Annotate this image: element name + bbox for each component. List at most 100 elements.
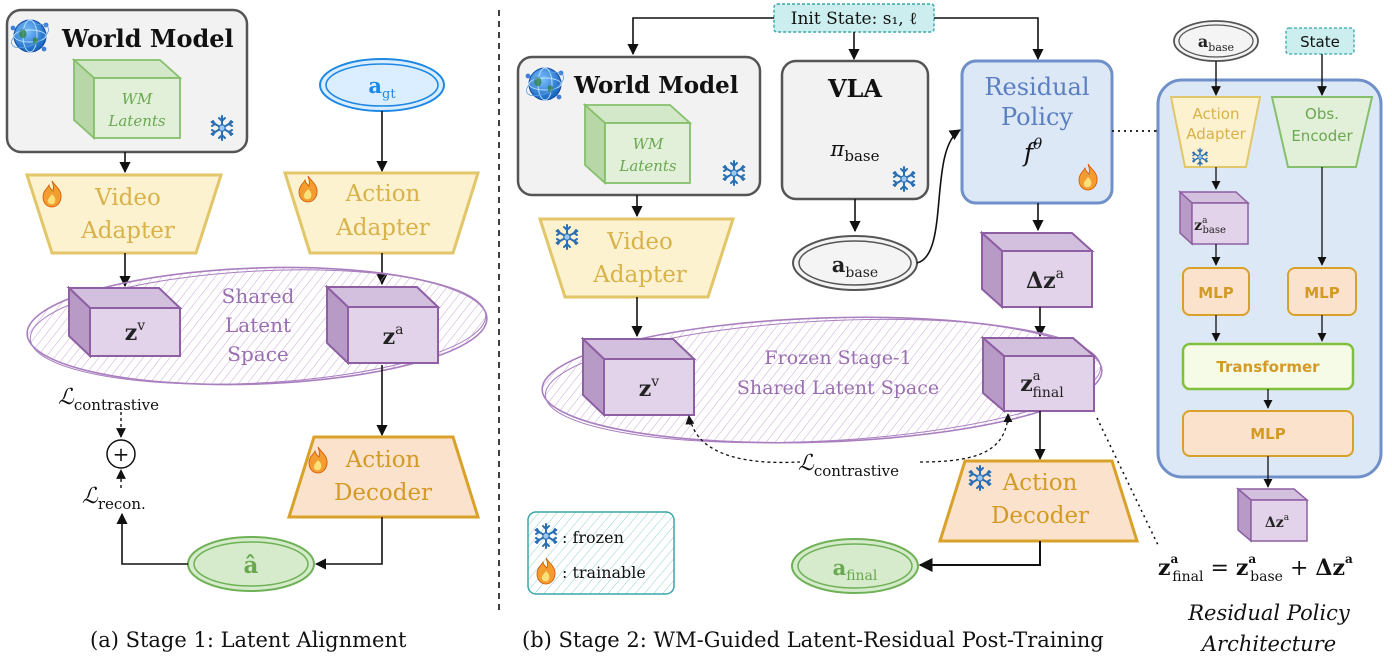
stage2-residual-line1: Residual [984, 73, 1089, 101]
stage1-panel: World Model WM Latents Video Adapter agt… [5, 8, 488, 652]
svg-text:πbase: πbase [830, 137, 880, 165]
stage1-lrecon-sub: recon. [98, 495, 146, 513]
stage2-a-base-main: a [832, 252, 846, 277]
contrastive-curve [689, 415, 1009, 464]
eq-plus: + [1283, 556, 1315, 581]
stage2-pi-sub: base [844, 147, 879, 165]
stage1-plus-node [106, 439, 136, 469]
eq-zb-sup: a [1248, 552, 1256, 566]
stage1-action-adapter-line2: Adapter [335, 215, 430, 241]
arch-zb-sup: a [1202, 216, 1208, 226]
stage1-a-gt-node: agt [319, 58, 445, 112]
arch-dz-main: Δz [1265, 515, 1284, 531]
stage1-action-decoder-line2: Decoder [334, 480, 432, 506]
stage2-dz-main: Δz [1026, 268, 1056, 294]
eq-zb: z [1236, 555, 1249, 581]
svg-text:Δza: Δza [1026, 266, 1064, 294]
stage1-zv-sup: v [136, 318, 145, 334]
arch-caption-line1: Residual Policy [1187, 601, 1351, 625]
arch-a-base-sub: base [1208, 41, 1234, 54]
stage2-pi-main: π [830, 137, 846, 161]
stage1-wm-latents-line2: Latents [107, 112, 165, 130]
svg-text:agt: agt [368, 73, 396, 102]
stage2-video-adapter-line1: Video [606, 229, 673, 255]
arch-panel: abase State Action Adapter Obs. Encoder … [1096, 20, 1383, 656]
svg-text:Δza: Δza [1265, 513, 1290, 531]
svg-text:zv: zv [125, 318, 146, 346]
stage2-dz-sup: a [1056, 266, 1064, 282]
arch-mlp-right-label: MLP [1304, 284, 1339, 302]
svg-text:afinal: afinal [833, 555, 878, 584]
arrow [116, 512, 188, 565]
stage2-a-base-node: abase [792, 235, 918, 291]
stage2-zv-cube: zv [580, 336, 697, 418]
arrow [916, 129, 961, 264]
stage2-zv-sup: v [650, 374, 659, 390]
legend-frozen: : frozen [562, 528, 624, 547]
stage2-action-decoder-line2: Decoder [991, 503, 1089, 529]
arch-state-box [1285, 27, 1355, 55]
arch-obs-encoder-line1: Obs. [1305, 105, 1339, 123]
stage1-world-model-title: World Model [61, 24, 234, 53]
stage2-lcon-sub: contrastive [814, 462, 899, 480]
stage1-lcon-sub: contrastive [74, 396, 159, 414]
stage1-za-sup: a [395, 322, 403, 338]
stage2-zf-main: z [1020, 371, 1033, 397]
eq-dz-sup: a [1345, 552, 1353, 566]
stage2-zf-sub: final [1033, 385, 1065, 401]
arrow [627, 17, 774, 56]
arch-zb-sub: base [1202, 225, 1225, 236]
stage2-a-final-node: afinal [791, 538, 919, 594]
dashed-arrowhead [685, 415, 695, 426]
stage1-za-main: z [383, 324, 396, 350]
stage1-shared-line2: Latent [225, 313, 291, 337]
arch-a-base-node: abase [1173, 20, 1259, 62]
stage1-action-decoder-line1: Action [345, 447, 421, 473]
stage2-a-final-sub: final [846, 568, 878, 584]
stage1-a-gt-main: a [368, 73, 382, 98]
arrow [314, 517, 383, 570]
stage1-caption: (a) Stage 1: Latent Alignment [90, 628, 407, 652]
stage2-init-state: Init State: s₁, ℓ [791, 9, 917, 29]
arch-dz-sup: a [1284, 513, 1290, 523]
arch-state: State [1300, 33, 1340, 51]
eq-z-sup: a [1171, 552, 1179, 566]
stage1-wm-latents-line1: WM [122, 90, 153, 108]
stage2-residual-line2: Policy [1001, 103, 1073, 131]
svg-text:abase: abase [1198, 32, 1234, 54]
stage2-action-decoder-line1: Action [1002, 470, 1078, 496]
stage2-world-model-title: World Model [573, 72, 739, 99]
stage1-action-adapter [282, 171, 481, 255]
stage2-frozen-line2: Shared Latent Space [737, 377, 939, 399]
svg-text:fθ: fθ [1022, 135, 1042, 167]
eq-dz: Δz [1315, 555, 1345, 581]
stage2-wm-latents-line1: WM [633, 135, 664, 153]
svg-text:ℒrecon.: ℒrecon. [82, 484, 146, 513]
stage1-lcon-main: ℒ [58, 385, 75, 410]
stage2-zf-sup: a [1033, 369, 1041, 384]
arch-zb-main: z [1194, 218, 1202, 234]
stage1-plus: + [113, 442, 130, 466]
stage2-wm-latents-cube: WM Latents [582, 102, 693, 186]
stage2-video-adapter-line2: Adapter [592, 262, 687, 288]
stage1-a-gt-sub: gt [382, 87, 396, 102]
arrow [918, 541, 1041, 572]
stage2-caption: (b) Stage 2: WM-Guided Latent-Residual P… [522, 628, 1104, 652]
svg-text:ℒcontrastive: ℒcontrastive [798, 451, 899, 480]
eq-z-sub: final [1172, 569, 1204, 585]
arch-mlp-bottom-label: MLP [1250, 425, 1285, 443]
arch-caption-line2: Architecture [1200, 632, 1336, 656]
stage2-a-base-sub: base [845, 265, 878, 281]
arrow [934, 17, 1044, 61]
arch-a-base-main: a [1198, 32, 1208, 51]
stage1-zv-main: z [125, 320, 138, 346]
eq-z: z [1158, 555, 1171, 581]
arch-transformer-label: Transformer [1216, 358, 1320, 376]
stage1-a-hat: â [244, 552, 259, 579]
